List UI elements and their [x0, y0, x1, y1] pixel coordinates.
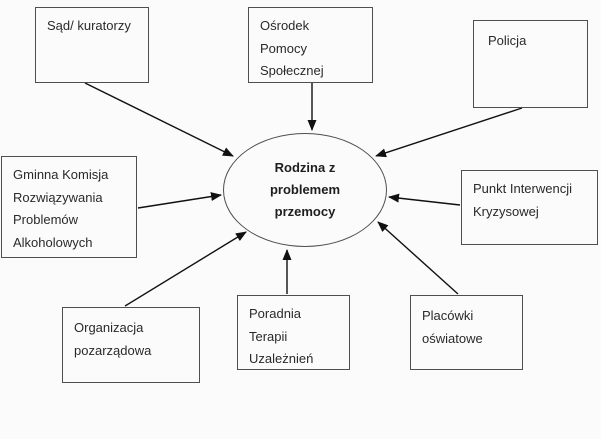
arrow-organizacja-to-center: [124, 231, 247, 307]
node-label-line: Placówki: [422, 308, 474, 323]
node-label-line: Policja: [488, 33, 527, 48]
node-label-line: Rozwiązywania: [13, 189, 103, 205]
node-gminna-komisja: Gminna Komisja Rozwiązywania Problemów A…: [1, 156, 137, 258]
node-label-line: Społecznej: [260, 63, 324, 78]
node-osrodek-pomocy: Ośrodek Pomocy Społecznej: [248, 7, 373, 83]
node-label-line: Organizacja: [74, 320, 144, 335]
node-policja: Policja: [473, 20, 588, 108]
node-label-line: Punkt Interwencji: [473, 181, 572, 196]
center-node-label-line: Rodzina z: [274, 160, 336, 175]
node-label-line: Alkoholowych: [13, 234, 93, 250]
node-label-line: oświatowe: [422, 330, 483, 346]
node-label-line: pozarządowa: [74, 342, 152, 358]
node-placowki-oswiatowe: Placówki oświatowe: [410, 295, 523, 370]
node-poradnia-terapii: Poradnia Terapii Uzależnień: [237, 295, 350, 370]
node-punkt-interwencji: Punkt Interwencji Kryzysowej: [461, 170, 598, 245]
node-label-line: Pomocy: [260, 40, 307, 56]
node-label-line: Sąd/ kuratorzy: [47, 18, 131, 33]
node-label-line: Gminna Komisja: [13, 167, 109, 182]
center-node-rodzina: Rodzina z problemem przemocy: [223, 133, 387, 247]
arrow-placowki-to-center: [377, 221, 459, 295]
node-label-line: Kryzysowej: [473, 203, 539, 219]
arrow-sad-kuratorzy-to-center: [84, 82, 234, 157]
node-label-line: Problemów: [13, 212, 79, 227]
node-organizacja-pozarzadowa: Organizacja pozarządowa: [62, 307, 200, 383]
arrow-punkt-interwencji-to-center: [388, 193, 461, 206]
node-label-line: Poradnia: [249, 306, 302, 321]
center-node-label-line: przemocy: [274, 204, 336, 219]
node-label-line: Ośrodek: [260, 18, 310, 33]
arrow-gminna-komisja-to-center: [137, 192, 222, 209]
arrow-policja-to-center: [375, 107, 523, 158]
node-label-line: Uzależnień: [249, 351, 314, 366]
node-label-line: Terapii: [249, 328, 288, 344]
node-sad-kuratorzy: Sąd/ kuratorzy: [35, 7, 149, 83]
center-node-label-line: problemem: [269, 182, 341, 197]
